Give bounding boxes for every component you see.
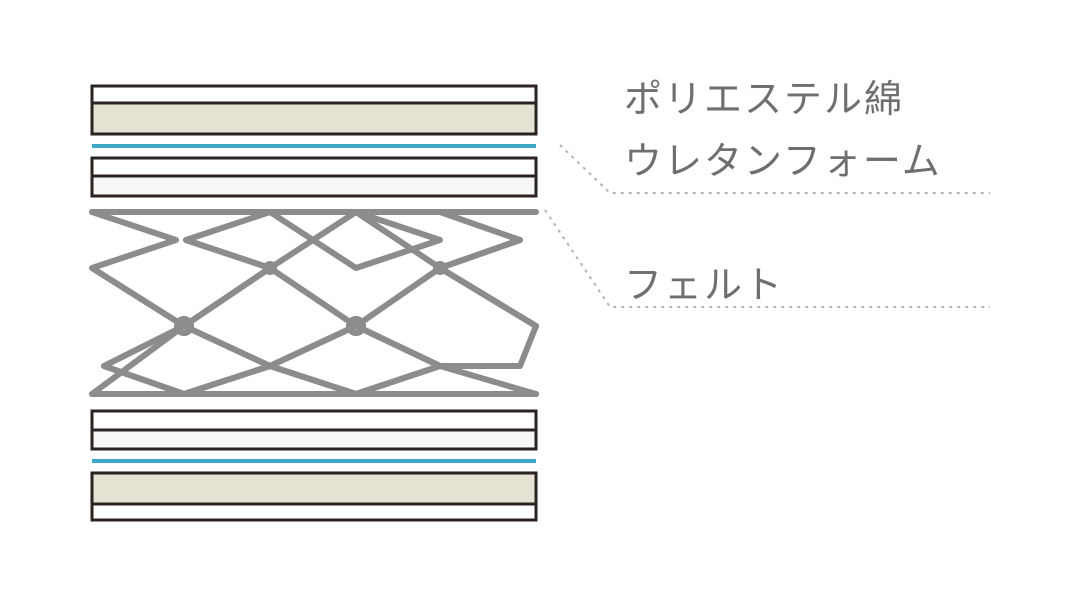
spring-knot xyxy=(433,261,447,275)
bottom-polyester-layer xyxy=(90,471,538,506)
top-outer-band xyxy=(90,84,538,105)
label-polyester-cotton: ポリエステル綿 xyxy=(624,77,905,121)
spring-coil xyxy=(437,237,539,329)
top-polyester-layer xyxy=(90,101,538,136)
spring-coil xyxy=(89,237,273,329)
bottom-layer-stack xyxy=(90,409,538,522)
spring-coil xyxy=(267,323,539,397)
bottom-felt-layer-1 xyxy=(90,409,538,432)
spring-knot xyxy=(263,261,277,275)
spring-unit xyxy=(89,209,539,397)
spring-coil xyxy=(101,323,273,397)
top-felt-layer-1 xyxy=(90,156,538,178)
leader-lines xyxy=(544,144,990,308)
top-layer-stack xyxy=(90,84,538,198)
spring-knot xyxy=(174,316,194,336)
top-felt-layer-2 xyxy=(90,174,538,198)
bottom-felt-layer-2 xyxy=(90,428,538,451)
leader-line-urethane xyxy=(559,144,990,194)
label-urethane-foam: ウレタンフォーム xyxy=(624,139,942,183)
bottom-outer-band xyxy=(90,502,538,522)
label-felt: フェルト xyxy=(624,263,785,307)
spring-knot xyxy=(346,316,366,336)
leader-line-felt xyxy=(544,209,990,308)
